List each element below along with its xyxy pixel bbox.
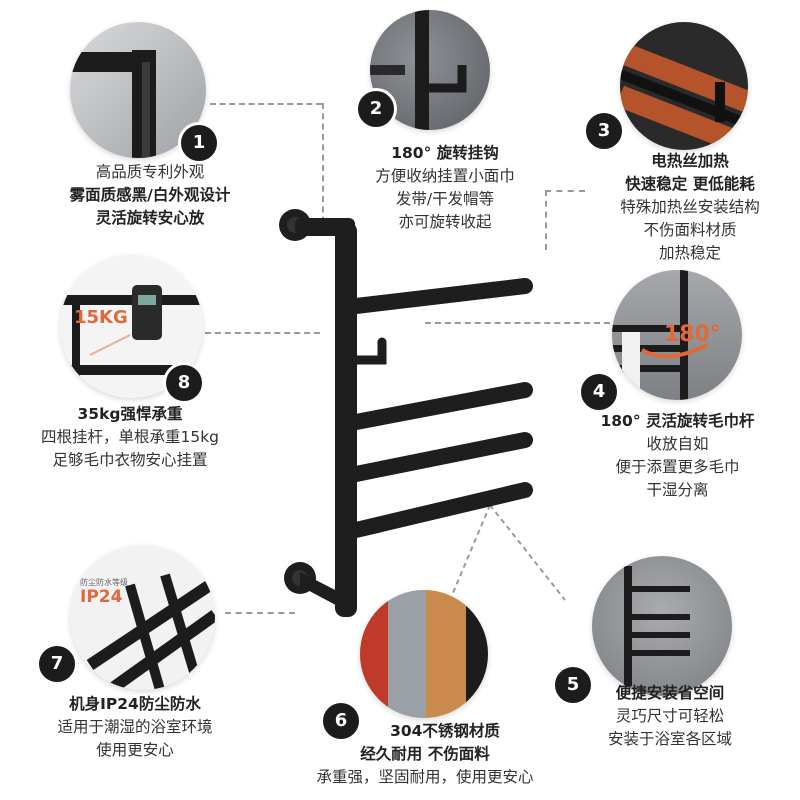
- towel-bar-2: [348, 382, 533, 430]
- feature-4-caption: 180° 灵活旋转毛巾杆 收放自如 便于添置更多毛巾 干湿分离: [565, 410, 790, 502]
- feature-8-badge: 8: [163, 362, 205, 404]
- feature-2-line: 亦可旋转收起: [398, 213, 492, 231]
- feature-2-line: 发带/干发帽等: [395, 190, 495, 208]
- feature-5-line: 便捷安装省空间: [615, 684, 725, 702]
- feature-5-line: 安装于浴室各区域: [607, 730, 732, 748]
- feature-7-caption: 机身IP24防尘防水 适用于潮湿的浴室环境 使用更安心: [20, 693, 250, 762]
- feature-2-line: 180° 旋转挂钩: [391, 144, 499, 162]
- towel-bar-4: [348, 482, 533, 538]
- feature-6-caption: 304不锈钢材质 经久耐用 不伤面料 承重强，坚固耐用，使用更安心: [275, 720, 575, 789]
- feature-1-caption: 高品质专利外观 雾面质感黑/白外观设计 灵活旋转安心放: [35, 161, 265, 230]
- feature-4-line: 180° 灵活旋转毛巾杆: [600, 412, 755, 430]
- feature-7-line: 使用更安心: [96, 741, 174, 759]
- feature-7-line: 适用于潮湿的浴室环境: [57, 718, 213, 736]
- feature-4-line: 便于添置更多毛巾: [615, 458, 740, 476]
- feature-1-line: 灵活旋转安心放: [95, 209, 205, 227]
- feature-7-badge: 7: [36, 643, 78, 685]
- feature-3-line: 特殊加热丝安装结构: [620, 198, 760, 216]
- feature-8-caption: 35kg强悍承重 四根挂杆，单根承重15kg 足够毛巾衣物安心挂置: [0, 403, 260, 472]
- connector-8: [205, 332, 320, 334]
- feature-8-line: 35kg强悍承重: [77, 405, 183, 423]
- rotating-hook: [351, 337, 387, 365]
- feature-2-caption: 180° 旋转挂钩 方便收纳挂置小面巾 发带/干发帽等 亦可旋转收起: [330, 142, 560, 234]
- feature-3-line: 电热丝加热: [651, 152, 729, 170]
- towel-bar-3: [348, 432, 533, 482]
- towel-bar-1: [348, 278, 533, 314]
- feature-5-badge: 5: [552, 664, 594, 706]
- weight-label: 15KG: [74, 307, 128, 328]
- feature-4-line: 干湿分离: [646, 481, 709, 499]
- feature-5-line: 灵巧尺寸可轻松: [615, 707, 725, 725]
- feature-8-line: 足够毛巾衣物安心挂置: [52, 451, 208, 469]
- feature-3-caption: 电热丝加热 快速稳定 更低能耗 特殊加热丝安装结构 不伤面料材质 加热稳定: [590, 150, 790, 265]
- feature-7-image: 防尘防水等级 IP24: [70, 545, 215, 690]
- connector-1: [210, 103, 322, 105]
- feature-6-line: 承重强，坚固耐用，使用更安心: [316, 768, 534, 786]
- connector-4: [425, 322, 610, 324]
- rotation-angle-label: 180°: [664, 322, 721, 347]
- feature-1-image: [70, 22, 206, 158]
- connector-1-drop: [322, 103, 324, 233]
- connector-7: [225, 612, 295, 614]
- feature-3-badge: 3: [583, 110, 625, 152]
- feature-3-line: 不伤面料材质: [643, 221, 737, 239]
- feature-6-badge: 6: [320, 700, 362, 742]
- feature-5-image: [592, 556, 732, 696]
- feature-3-image: [620, 22, 748, 150]
- feature-2-badge: 2: [355, 88, 397, 130]
- vertical-post: [335, 222, 357, 617]
- towel-rack: [279, 209, 533, 617]
- feature-4-image: 180°: [612, 270, 742, 400]
- feature-6-line: 经久耐用 不伤面料: [360, 745, 490, 763]
- feature-6-image: [360, 590, 488, 718]
- feature-1-line: 雾面质感黑/白外观设计: [69, 186, 231, 204]
- feature-3-line: 加热稳定: [658, 244, 721, 262]
- feature-2-line: 方便收纳挂置小面巾: [375, 167, 515, 185]
- connector-3: [545, 190, 585, 192]
- feature-4-badge: 4: [578, 371, 620, 413]
- ip-rating-small-label: 防尘防水等级: [80, 578, 128, 587]
- feature-1-line: 高品质专利外观: [95, 163, 205, 181]
- ip-rating-label: IP24: [80, 587, 123, 607]
- feature-8-line: 四根挂杆，单根承重15kg: [40, 428, 220, 446]
- feature-7-line: 机身IP24防尘防水: [69, 695, 201, 713]
- feature-3-line: 快速稳定 更低能耗: [625, 175, 755, 193]
- connector-6-5: [449, 504, 566, 601]
- feature-6-line: 304不锈钢材质: [390, 722, 500, 740]
- feature-4-line: 收放自如: [646, 435, 709, 453]
- connector-3-drop: [545, 190, 547, 250]
- feature-1-badge: 1: [178, 122, 220, 164]
- feature-5-caption: 便捷安装省空间 灵巧尺寸可轻松 安装于浴室各区域: [565, 682, 775, 751]
